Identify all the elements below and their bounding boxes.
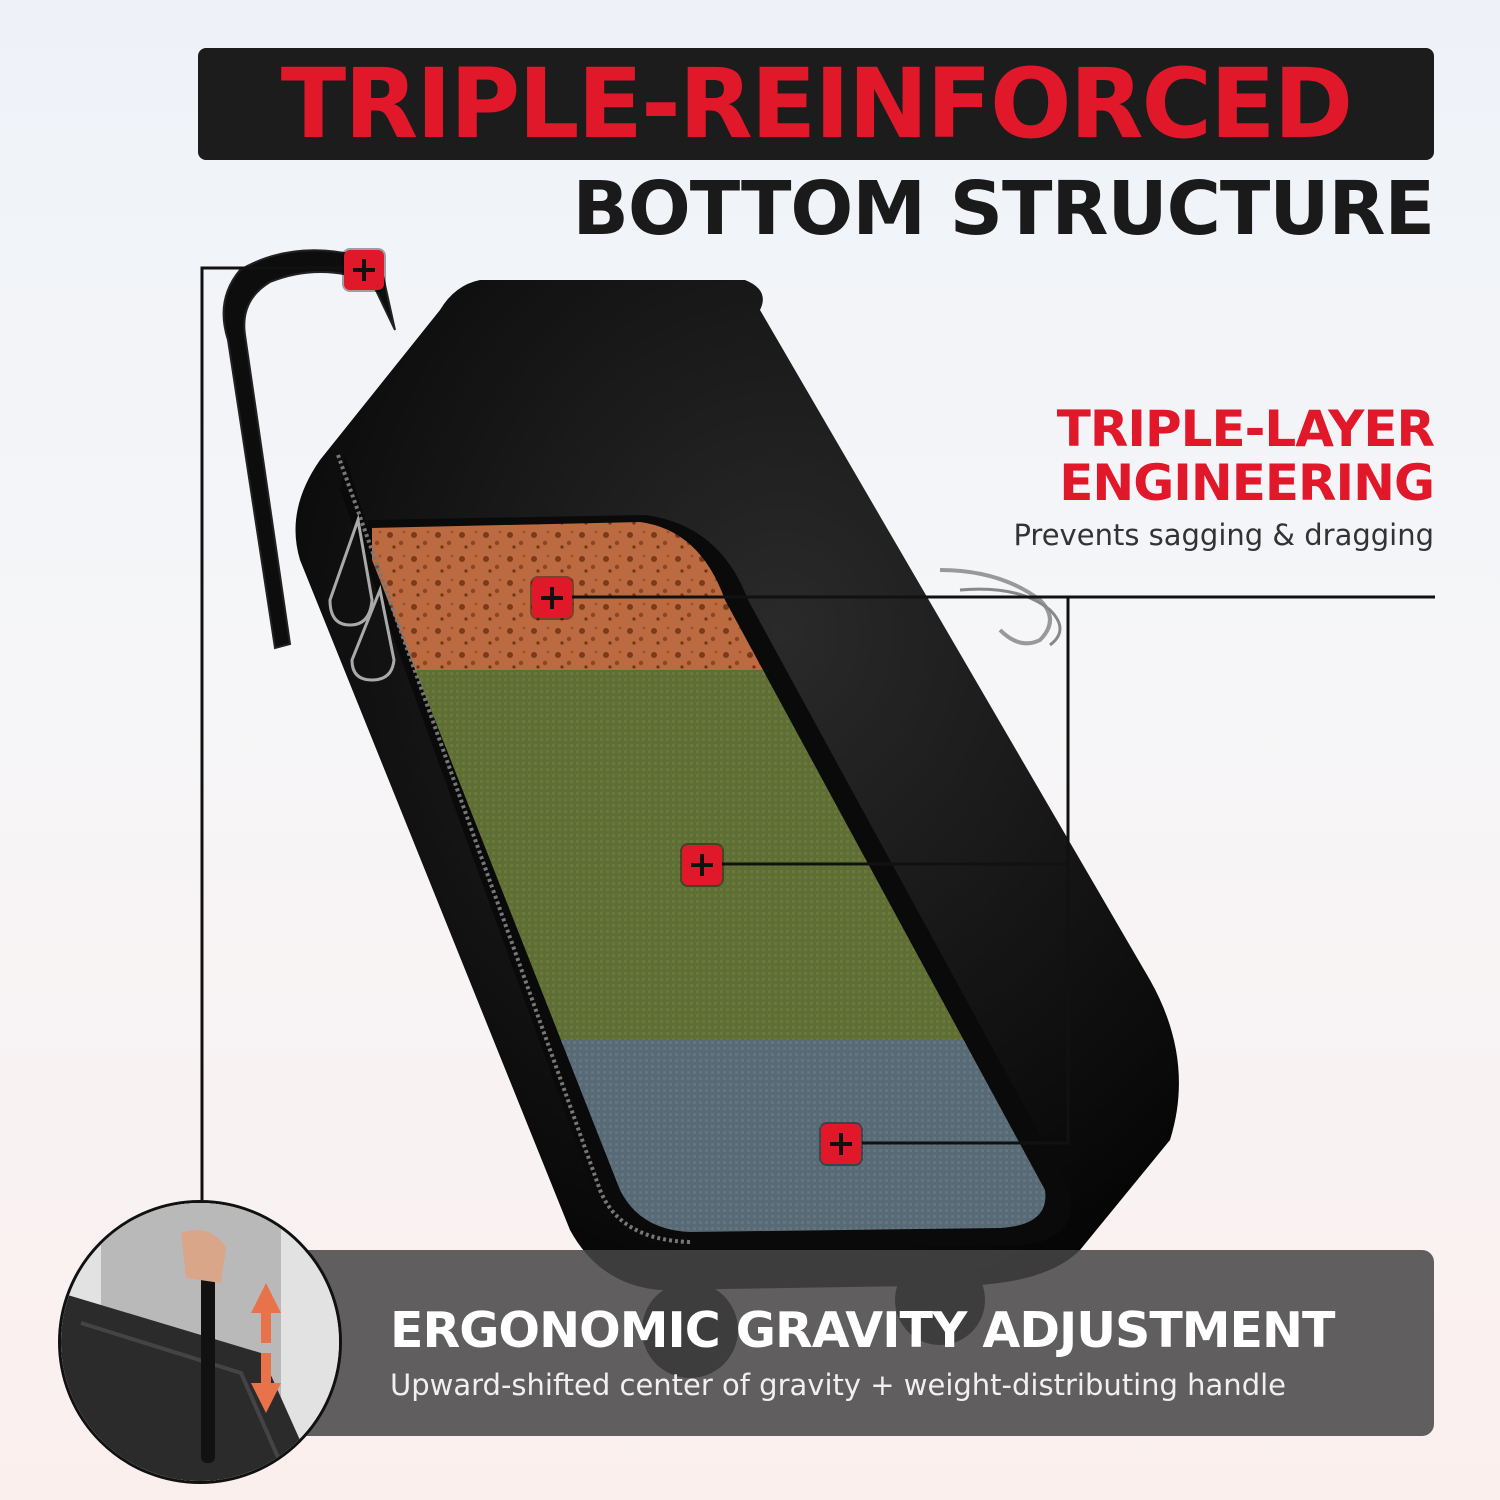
feature-banner: ERGONOMIC GRAVITY ADJUSTMENT Upward-shif… (190, 1250, 1434, 1436)
carabiner-icon (939, 568, 1052, 646)
title-bar: TRIPLE-REINFORCED (198, 48, 1434, 160)
callout-title-line1: TRIPLE-LAYER (1056, 400, 1435, 458)
plus-icon[interactable] (532, 578, 572, 618)
page-title: TRIPLE-REINFORCED (280, 48, 1353, 160)
plus-icon[interactable] (682, 845, 722, 885)
plus-icon[interactable] (821, 1124, 861, 1164)
callout-description: Prevents sagging & dragging (1013, 518, 1434, 552)
plus-icon[interactable] (344, 250, 384, 290)
arrow-up-icon (251, 1283, 281, 1343)
handle-illustration (61, 1203, 339, 1481)
handle-photo-inset (58, 1200, 342, 1484)
banner-description: Upward-shifted center of gravity + weigh… (390, 1368, 1286, 1402)
layer-callout: TRIPLE-LAYER ENGINEERING Prevents saggin… (1013, 400, 1435, 552)
shoulder-strap (222, 249, 396, 650)
zipper-pull-icon (328, 514, 374, 627)
page-subtitle: BOTTOM STRUCTURE (572, 166, 1435, 252)
arrow-down-icon (251, 1353, 281, 1413)
callout-title-line2: ENGINEERING (1059, 454, 1435, 512)
banner-title: ERGONOMIC GRAVITY ADJUSTMENT (390, 1302, 1335, 1359)
